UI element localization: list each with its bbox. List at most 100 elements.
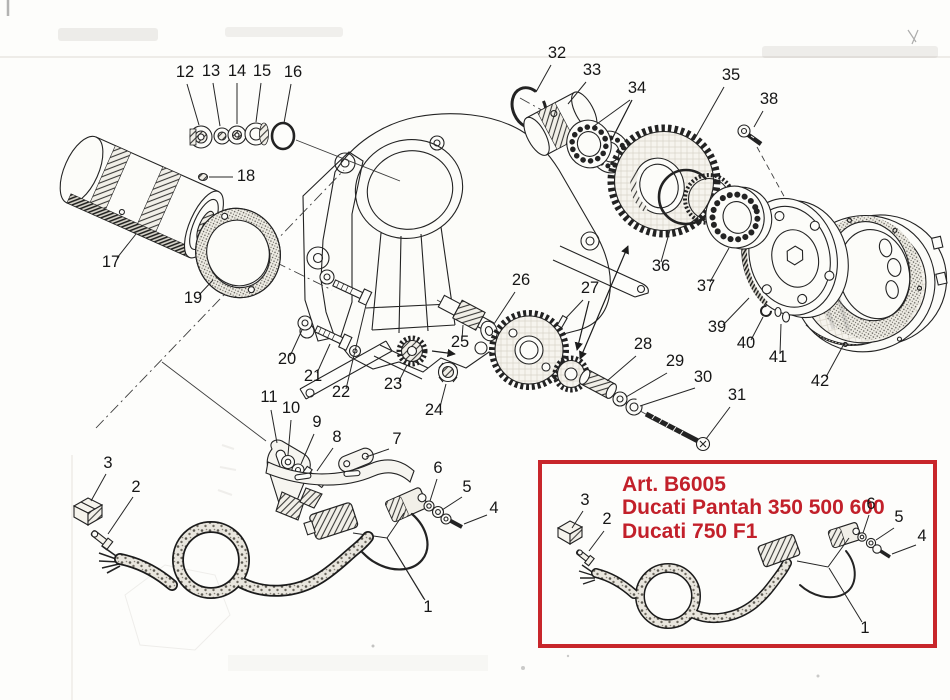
roller-pin-41 [774, 306, 791, 323]
bolt-38 [737, 124, 763, 146]
part-label-11: 11 [260, 388, 277, 406]
leader-line-2 [107, 496, 134, 535]
frayed-wire-ends [98, 545, 121, 574]
leader-line-39 [722, 297, 750, 326]
leader-line-24 [439, 383, 447, 408]
leader-line-19 [198, 279, 214, 296]
part-label-19: 19 [184, 289, 202, 307]
part-label-6: 6 [433, 459, 442, 477]
redbox-harness [556, 520, 891, 629]
part-label-16: 16 [284, 63, 302, 81]
leader-line-25 [461, 324, 464, 340]
part-label-13: 13 [202, 62, 220, 80]
leader-line-21 [316, 343, 331, 374]
part-label-28: 28 [634, 335, 652, 353]
leader-line-3 [90, 473, 107, 502]
part-label-1: 1 [860, 619, 869, 637]
leader-line-9 [300, 433, 315, 465]
leader-line-38 [753, 110, 764, 128]
leader-line-6 [862, 514, 870, 534]
red-highlight-box: Art. B6005 Ducati Pantah 350 500 600 Duc… [538, 460, 937, 648]
leader-line-27 [565, 299, 584, 319]
part-label-33: 33 [583, 61, 601, 79]
part-label-26: 26 [512, 271, 530, 289]
part-label-39: 39 [708, 318, 726, 336]
connector-3 [72, 497, 104, 526]
leader-line-22 [345, 304, 367, 390]
leader-line-6 [429, 478, 438, 502]
redbox-title-line-2: Ducati Pantah 350 500 600 [622, 496, 885, 519]
part-label-40: 40 [737, 334, 755, 352]
leader-line-5 [441, 496, 463, 511]
redbox-connector-3 [556, 520, 584, 545]
leader-line-15 [255, 82, 262, 123]
leader-line-33 [567, 81, 587, 105]
leader-line-20 [289, 329, 303, 357]
leader-line-2 [588, 530, 605, 552]
part-label-10: 10 [282, 399, 300, 417]
leader-line-10 [287, 419, 292, 456]
part-label-18: 18 [237, 167, 255, 185]
redbox-cable [591, 550, 856, 629]
leader-line-17 [116, 233, 137, 259]
part-label-21: 21 [304, 367, 322, 385]
part-label-7: 7 [392, 430, 401, 448]
leader-line-26 [493, 291, 516, 325]
spacer-28 [579, 369, 617, 399]
part-label-5: 5 [894, 508, 903, 526]
wiring-harness [72, 497, 429, 599]
bearing-37 [705, 185, 773, 250]
part-label-12: 12 [176, 63, 194, 81]
part-label-23: 23 [384, 375, 402, 393]
part-label-8: 8 [332, 428, 341, 446]
part-label-42: 42 [811, 372, 829, 390]
bolt-21 [314, 325, 353, 351]
leader-line-30 [639, 387, 696, 407]
part-label-30: 30 [694, 368, 712, 386]
red-box-border [538, 460, 937, 648]
leader-line-34 [593, 99, 631, 127]
part-label-24: 24 [425, 401, 443, 419]
leader-line-40 [750, 316, 764, 341]
leader-line-12 [186, 83, 200, 126]
part-label-1: 1 [423, 598, 432, 616]
part-label-31: 31 [728, 386, 746, 404]
assembly-arrows [431, 99, 633, 360]
redbox-washers-bolt [857, 532, 891, 559]
redbox-frayed-ends [578, 564, 596, 585]
terminal-2 [90, 530, 114, 551]
part-label-4: 4 [489, 499, 498, 517]
leader-line-36 [660, 229, 671, 263]
fastener-row-12-16 [189, 121, 296, 151]
part-label-41: 41 [769, 348, 787, 366]
part-label-37: 37 [697, 277, 715, 295]
part-label-14: 14 [228, 62, 246, 80]
leader-line-11 [270, 409, 278, 444]
part-label-20: 20 [278, 350, 296, 368]
redbox-pickup-b [827, 522, 862, 549]
redbox-pickup-a [757, 534, 801, 568]
leader-line-5 [875, 527, 895, 541]
leader-line-4 [891, 544, 917, 555]
redbox-terminal-2 [575, 549, 595, 567]
part-label-15: 15 [253, 62, 271, 80]
bolt-31 [644, 411, 711, 452]
part-label-17: 17 [102, 253, 120, 271]
leader-line-29 [625, 372, 668, 398]
washer-29 [612, 391, 628, 407]
leader-line-35 [693, 86, 725, 141]
leader-line-31 [705, 406, 731, 440]
leader-line-1 [386, 537, 426, 601]
gear-23 [396, 335, 428, 367]
leader-line-16 [283, 83, 292, 124]
leader-line-32 [535, 64, 552, 93]
leader-line-13 [212, 82, 221, 127]
leader-line-8 [316, 447, 334, 472]
part-label-6: 6 [866, 495, 875, 513]
pickup-plate-assembly [265, 439, 463, 600]
leader-line-37 [709, 247, 730, 283]
part-label-32: 32 [548, 44, 566, 62]
